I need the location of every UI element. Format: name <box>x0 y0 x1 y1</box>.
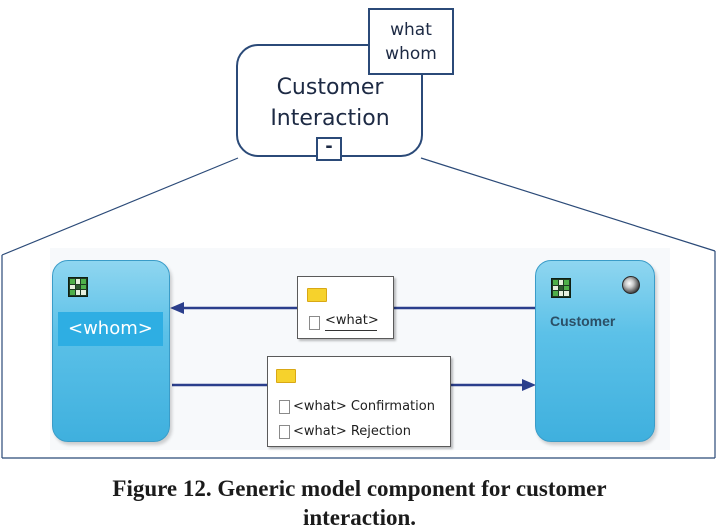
message-outgoing[interactable] <box>267 356 451 447</box>
message-outgoing-item-rejection: <what> Rejection <box>293 424 411 439</box>
figure-caption-line1: Figure 12. Generic model component for c… <box>112 476 607 501</box>
collapse-button[interactable]: - <box>316 137 342 161</box>
role-whom-label: <whom> <box>58 312 163 346</box>
message-underline <box>325 330 377 331</box>
message-outgoing-item-confirmation: <what> Confirmation <box>293 399 435 414</box>
document-icon <box>279 400 290 414</box>
process-title-line2: Interaction <box>270 106 390 131</box>
folder-icon <box>276 369 296 383</box>
process-title-line1: Customer <box>276 75 384 100</box>
zoom-line-right <box>420 157 716 252</box>
zoom-line-left <box>1 157 239 256</box>
context-whom: whom <box>385 44 437 64</box>
role-customer-label: Customer <box>550 313 616 329</box>
flow-incoming-arrowhead <box>170 302 184 314</box>
folder-icon <box>307 288 327 302</box>
role-grid-icon <box>68 277 88 297</box>
figure-caption-line2: interaction. <box>302 505 417 530</box>
flow-outgoing-arrowhead <box>522 379 536 391</box>
role-grid-icon <box>551 278 571 298</box>
document-icon <box>309 316 320 330</box>
document-icon <box>279 425 290 439</box>
process-title: Customer Interaction <box>244 72 416 134</box>
message-incoming-item: <what> <box>325 313 379 328</box>
context-parameters-box: what whom <box>368 8 454 75</box>
context-what: what <box>390 20 432 40</box>
gear-icon <box>622 276 640 294</box>
